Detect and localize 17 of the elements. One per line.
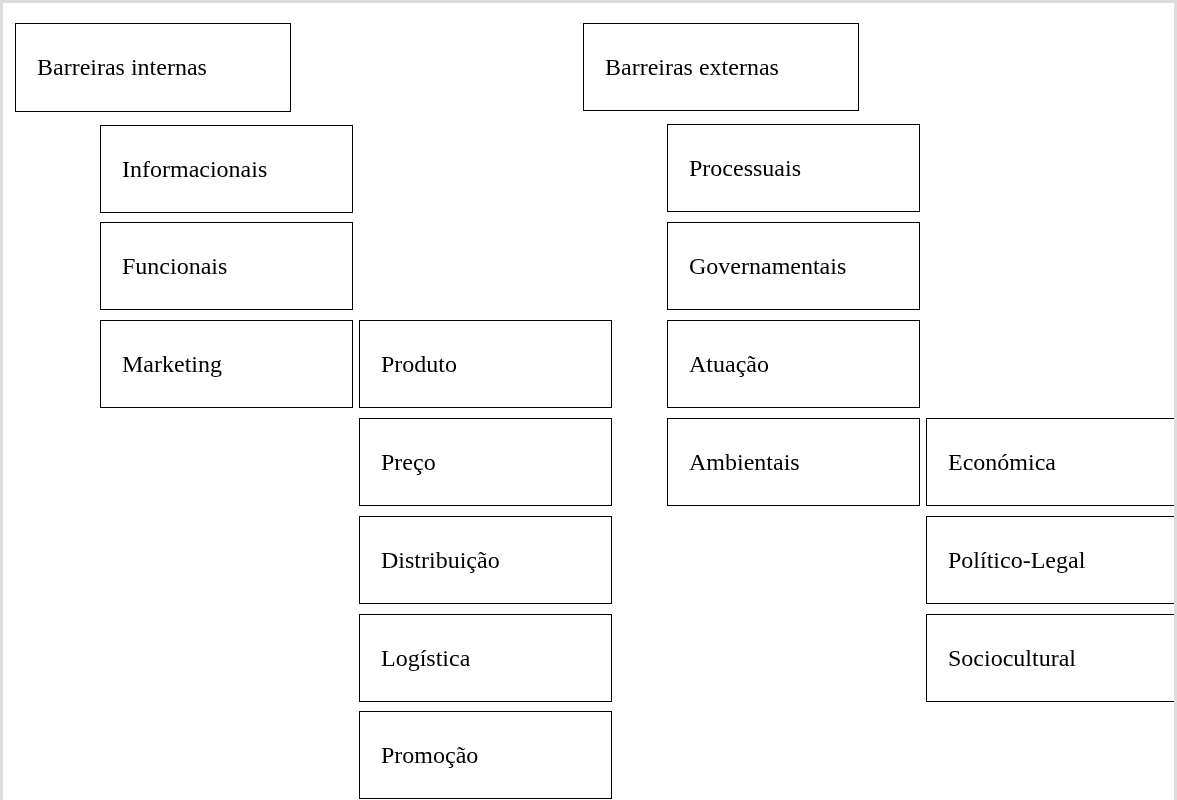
category-box: Preço bbox=[359, 418, 612, 506]
category-box: Político-Legal bbox=[926, 516, 1174, 604]
category-box: Sociocultural bbox=[926, 614, 1174, 702]
category-box: Promoção bbox=[359, 711, 612, 799]
category-box: Económica bbox=[926, 418, 1174, 506]
category-box: Governamentais bbox=[667, 222, 920, 310]
category-box: Informacionais bbox=[100, 125, 353, 213]
category-box: Barreiras externas bbox=[583, 23, 859, 111]
category-box: Ambientais bbox=[667, 418, 920, 506]
category-box: Produto bbox=[359, 320, 612, 408]
category-box: Processuais bbox=[667, 124, 920, 212]
category-box: Logística bbox=[359, 614, 612, 702]
category-box: Funcionais bbox=[100, 222, 353, 310]
category-box: Distribuição bbox=[359, 516, 612, 604]
category-box: Atuação bbox=[667, 320, 920, 408]
category-box: Marketing bbox=[100, 320, 353, 408]
category-box: Barreiras internas bbox=[15, 23, 291, 112]
